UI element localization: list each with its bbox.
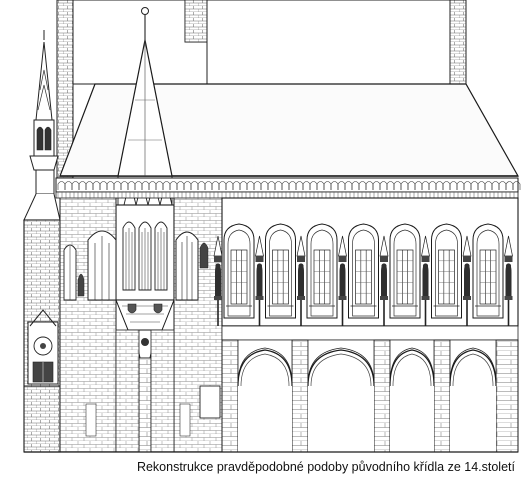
upper-storey	[213, 197, 519, 341]
statue	[379, 235, 389, 326]
arcade	[24, 339, 519, 453]
arcade-pier	[291, 339, 309, 453]
oriel-tower	[115, 7, 175, 453]
upper-window	[348, 223, 379, 319]
statue	[255, 235, 264, 326]
arcade-arch	[389, 339, 435, 452]
statue	[421, 235, 430, 326]
upper-window	[306, 223, 338, 319]
arcade-arch	[237, 339, 293, 452]
upper-window	[223, 223, 255, 319]
statue	[338, 235, 347, 326]
statue	[213, 235, 223, 326]
arcade-pier	[373, 339, 391, 453]
upper-window	[431, 223, 462, 319]
main-roof	[59, 83, 520, 177]
arcade-arch	[307, 339, 375, 452]
statue	[462, 235, 472, 326]
arcade-arch	[449, 339, 497, 452]
upper-window	[472, 223, 504, 319]
arcade-pier	[433, 339, 451, 453]
statue	[504, 235, 513, 326]
cornice-frieze	[55, 177, 521, 199]
arcade-pier	[221, 339, 239, 453]
statue	[296, 235, 306, 326]
upper-window	[389, 223, 421, 319]
figure-caption: Rekonstrukce pravděpodobné podoby původn…	[0, 456, 523, 480]
upper-window	[265, 223, 296, 319]
arcade-pier	[495, 339, 519, 453]
left-tower	[23, 30, 61, 453]
